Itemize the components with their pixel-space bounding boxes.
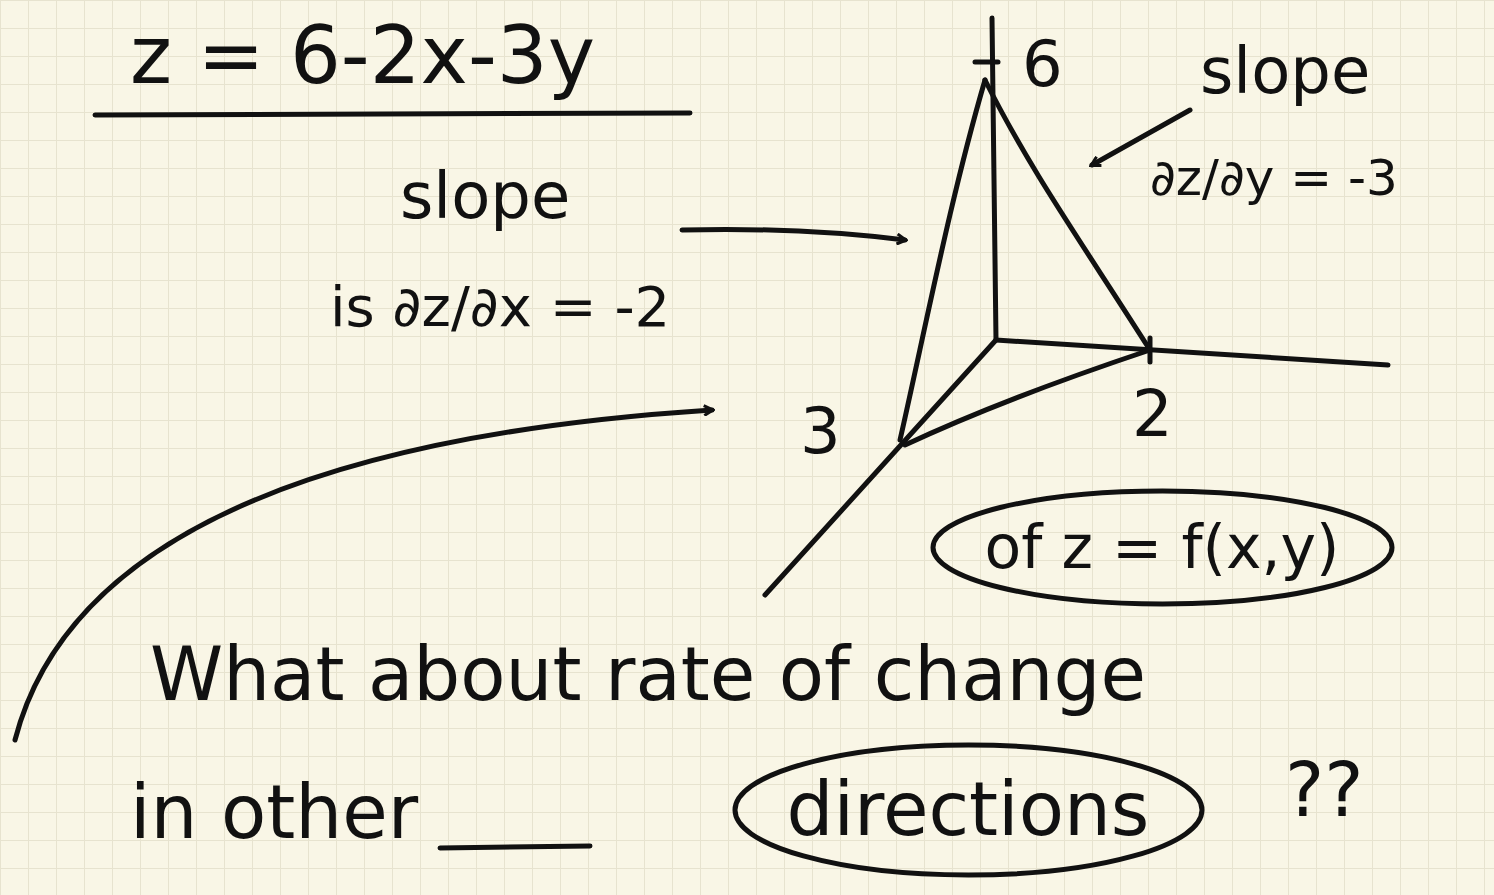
slope-formula: is ∂z/∂x = -2 xyxy=(330,275,670,339)
ellipse-outline xyxy=(933,491,1392,604)
question-text: in other xyxy=(130,770,418,855)
node-text: of z = f(x,y) xyxy=(985,513,1340,582)
z-axis xyxy=(992,18,996,340)
node-text: directions xyxy=(787,767,1150,852)
plane-edge xyxy=(905,350,1150,445)
y-axis xyxy=(996,340,1388,365)
question-text: What about rate of change xyxy=(150,632,1146,717)
axis-label: 2 xyxy=(1132,378,1173,452)
plane-edge xyxy=(900,80,985,440)
pointer-arrow xyxy=(682,229,905,240)
question-text: ?? xyxy=(1285,748,1364,833)
ellipse-outline xyxy=(735,745,1202,875)
axis-tick xyxy=(975,60,998,65)
axis-label: 6 xyxy=(1022,28,1063,102)
slope-formula: ∂z/∂y = -3 xyxy=(1150,150,1398,208)
note-text: slope xyxy=(400,160,570,234)
title-underline xyxy=(95,113,690,115)
word-underline xyxy=(440,846,590,848)
title-text: z = 6-2x-3y xyxy=(130,10,595,102)
circled-note: of z = f(x,y) xyxy=(930,488,1395,607)
note-text: slope xyxy=(1200,35,1370,109)
x-axis xyxy=(765,340,996,595)
circled-note: directions xyxy=(732,742,1205,878)
axis-label: 3 xyxy=(800,395,841,469)
plane-edge xyxy=(985,80,1150,350)
